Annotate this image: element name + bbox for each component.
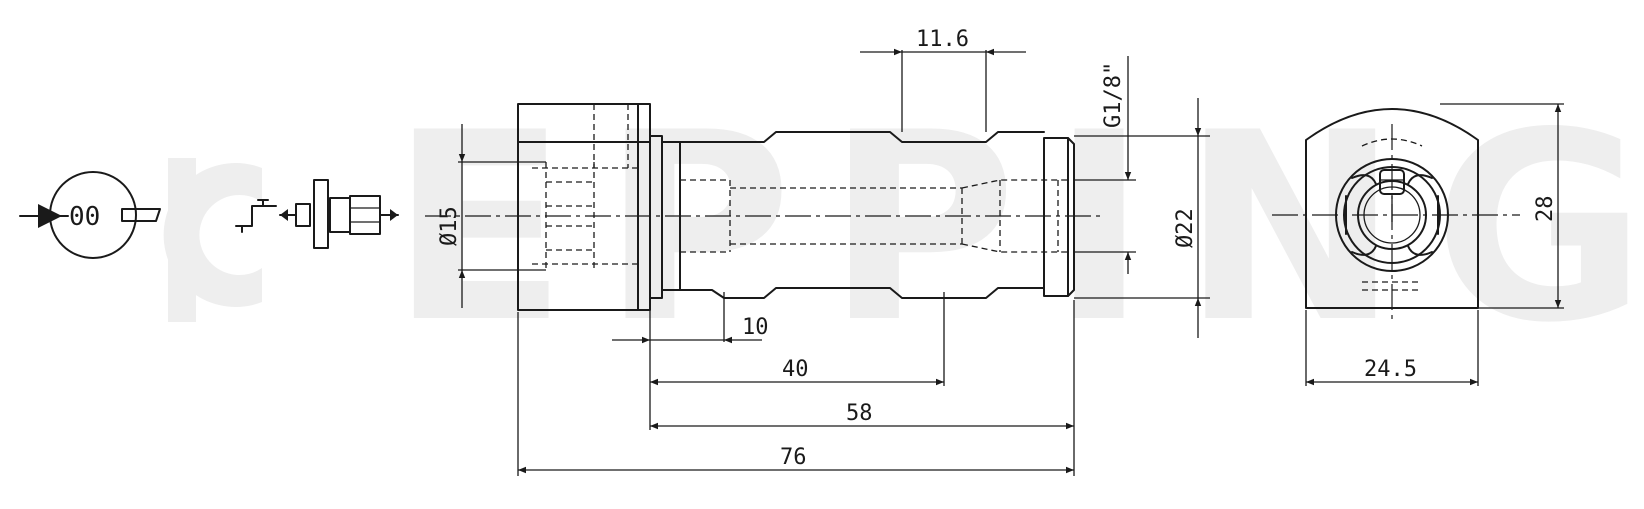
dim-40: 40: [782, 357, 809, 382]
faucet-coupling-icon: [235, 179, 399, 249]
dim-10: 10: [742, 315, 769, 340]
watermark: EPPINGER: [390, 78, 1644, 380]
dim-24-5: 24.5: [1364, 357, 1417, 382]
dim-11-6: 11.6: [916, 27, 969, 52]
watermark-logo-bar: [168, 158, 196, 322]
dim-d22: Ø22: [1173, 208, 1198, 248]
dim-g18: G1/8": [1101, 62, 1126, 128]
end-view: [1272, 108, 1520, 320]
dim-58: 58: [846, 401, 873, 426]
dimensions-end: 28 24.5: [1305, 103, 1564, 386]
function-symbol: 00: [19, 171, 161, 259]
side-view: [425, 103, 1100, 311]
dim-28: 28: [1533, 196, 1558, 223]
dim-76: 76: [780, 445, 807, 470]
dimensions-side: 11.6 G1/8" Ø22 Ø15 10 40: [437, 27, 1210, 476]
symbol-text: 00: [69, 202, 100, 232]
dim-d15: Ø15: [437, 206, 462, 246]
